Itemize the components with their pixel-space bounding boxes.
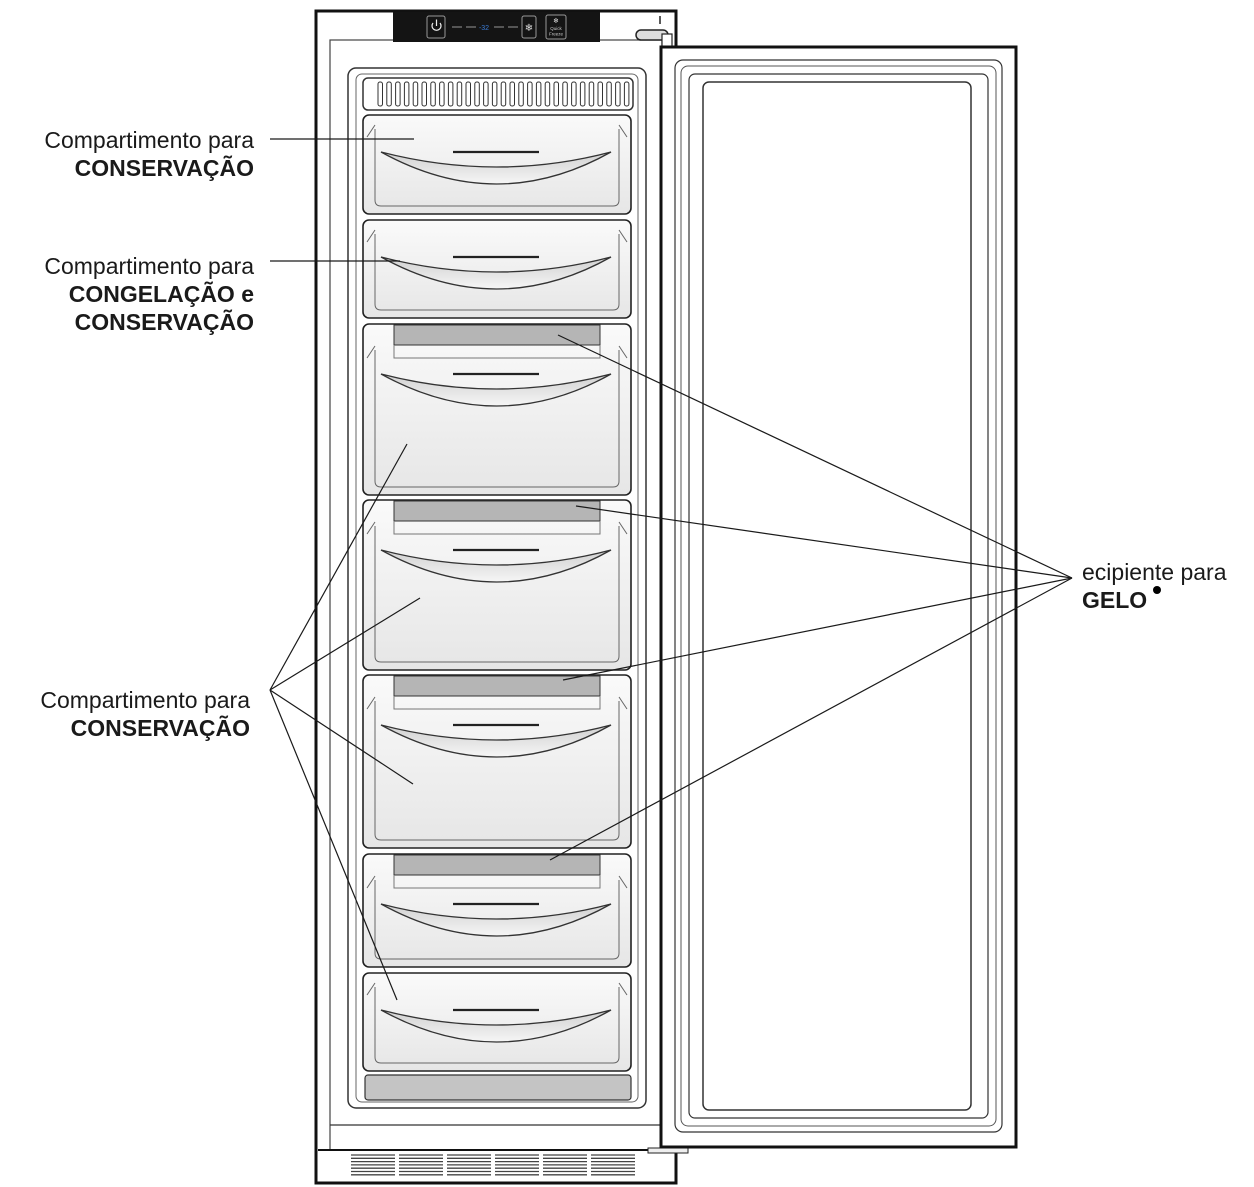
drawer-handle[interactable] — [380, 373, 612, 407]
vent-slot — [456, 81, 463, 107]
svg-text:❄: ❄ — [525, 23, 533, 34]
bottom-vent-block — [495, 1154, 539, 1176]
label-freeze-storage-line3: CONSERVAÇÃO — [74, 309, 254, 335]
ice-tray[interactable] — [393, 324, 601, 346]
vent-slot — [491, 81, 498, 107]
door-hinge-bottom — [647, 1147, 689, 1154]
label-freeze-storage-line2: CONGELAÇÃO e — [68, 281, 254, 307]
bottom-vent-block — [351, 1154, 395, 1176]
label-storage-top-line1: Compartimento para — [44, 127, 254, 153]
quick-freeze-label-2: Freeze — [549, 32, 564, 37]
bottom-vent-block — [591, 1154, 635, 1176]
drawer[interactable] — [362, 499, 632, 671]
drawer-handle[interactable] — [380, 1009, 612, 1043]
svg-text:❄: ❄ — [553, 17, 559, 25]
vent-slot — [579, 81, 586, 107]
label-ice-container-line2: GELO — [1082, 587, 1148, 613]
bottom-vent-grille — [351, 1154, 635, 1176]
vent-slot — [527, 81, 533, 107]
ice-tray[interactable] — [393, 675, 601, 697]
control-panel: -32 ❄ ❄ Quick Freeze — [393, 12, 600, 42]
bottom-vent-block — [543, 1154, 587, 1176]
vent-slot — [386, 81, 392, 107]
drawer[interactable] — [362, 114, 632, 215]
vent-slot — [615, 81, 621, 107]
bottom-vent-block — [399, 1154, 443, 1176]
drawers — [362, 114, 632, 1072]
vent-slot — [623, 81, 630, 107]
quick-freeze-label-1: Quick — [550, 26, 562, 31]
vent-slot — [606, 81, 612, 107]
label-storage-lower-line1: Compartimento para — [40, 687, 250, 713]
label-ice-container-line1: ecipiente para — [1082, 559, 1227, 585]
ice-tray[interactable] — [393, 854, 601, 876]
drawer[interactable] — [362, 972, 632, 1072]
vent-slot — [395, 81, 401, 107]
label-freeze-storage: Compartimento para CONGELAÇÃO e CONSERVA… — [44, 252, 254, 336]
power-icon[interactable] — [426, 15, 446, 39]
vent-slot — [500, 81, 507, 107]
drawer-handle[interactable] — [380, 724, 612, 758]
vent-slot — [412, 81, 419, 107]
vent-slot — [430, 81, 436, 107]
vent-slot — [535, 81, 542, 107]
label-storage-lower-line2: CONSERVAÇÃO — [70, 715, 250, 741]
vent-slot — [553, 81, 559, 107]
snowflake-icon[interactable]: ❄ — [521, 15, 537, 39]
vent-slot — [518, 81, 524, 107]
vent-slot — [465, 81, 471, 107]
drawer[interactable] — [362, 674, 632, 849]
quick-freeze-icon[interactable]: ❄ Quick Freeze — [545, 14, 567, 40]
vent-slots — [377, 81, 630, 107]
vent-slot — [447, 81, 454, 107]
label-ice-container: ecipiente para GELO — [1082, 558, 1227, 614]
vent-slot — [544, 81, 551, 107]
top-vent-grille — [362, 77, 634, 111]
vent-slot — [588, 81, 595, 107]
door-hinge-top — [635, 16, 673, 49]
temperature-scale — [452, 26, 518, 28]
bottom-base-tray — [364, 1074, 632, 1101]
vent-slot — [403, 81, 410, 107]
vent-slot — [509, 81, 515, 107]
label-storage-lower: Compartimento para CONSERVAÇÃO — [40, 686, 250, 742]
bottom-vent-block — [447, 1154, 491, 1176]
freezer-door[interactable] — [659, 45, 1018, 1149]
leader-lines — [269, 138, 1073, 1001]
drawer[interactable] — [362, 219, 632, 319]
bullet-dot-icon — [1153, 586, 1161, 594]
label-freeze-storage-line1: Compartimento para — [44, 253, 254, 279]
vent-slot — [562, 81, 568, 107]
vent-slot — [439, 81, 445, 107]
label-storage-top: Compartimento para CONSERVAÇÃO — [44, 126, 254, 182]
temperature-display: -32 — [479, 25, 489, 32]
drawer[interactable] — [362, 323, 632, 496]
drawer-handle[interactable] — [380, 903, 612, 937]
drawer[interactable] — [362, 853, 632, 968]
vent-slot — [421, 81, 427, 107]
vent-slot — [483, 81, 489, 107]
label-storage-top-line2: CONSERVAÇÃO — [74, 155, 254, 181]
vent-slot — [474, 81, 480, 107]
drawer-handle[interactable] — [380, 549, 612, 583]
vent-slot — [571, 81, 577, 107]
vent-slot — [377, 81, 383, 107]
vent-slot — [597, 81, 603, 107]
drawer-handle[interactable] — [380, 256, 612, 290]
drawer-handle[interactable] — [380, 151, 612, 185]
ice-tray[interactable] — [393, 500, 601, 522]
